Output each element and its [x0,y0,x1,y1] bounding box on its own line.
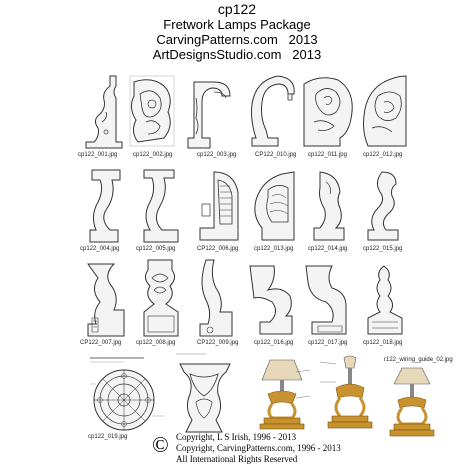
pattern-thumbnail-017[interactable] [302,262,354,338]
site-line-artdesigns: ArtDesignsStudio.com 2013 [0,47,474,62]
site-year-artdesigns: 2013 [292,47,322,62]
pattern-thumbnail-003[interactable] [184,78,236,150]
caption-017: cp122_017.jpg [308,340,348,346]
caption-005: cp122_005.jpg [136,246,176,252]
wiring-guide-illustration-3[interactable] [384,364,440,440]
pattern-thumbnail-007[interactable] [84,260,128,340]
pattern-thumbnail-009[interactable] [194,256,242,340]
caption-001: cp122_001.jpg [78,152,118,158]
pattern-thumbnail-008[interactable] [138,256,186,340]
copyright-footer: Copyright, L S Irish, 1996 - 2013 Copyri… [176,432,376,465]
pattern-thumbnail-001[interactable] [82,72,126,150]
pattern-thumbnail-018[interactable] [358,262,408,338]
wiring-guide-illustration-1[interactable] [252,352,312,432]
copyright-line-2: Copyright, CarvingPatterns.com, 1996 - 2… [176,443,341,453]
caption-014: cp122_014.jpg [308,246,348,252]
caption-016: cp122_016.jpg [254,340,294,346]
caption-008: cp122_008.jpg [136,340,176,346]
copyright-line-3: All International Rights Reserved [176,454,298,464]
caption-012: cp122_012.jpg [363,152,403,158]
caption-013: cp122_013.jpg [254,246,294,252]
site-year-carving: 2013 [288,32,318,47]
caption-wiring-guide: r122_wiring_guide_02.jpg [384,357,453,363]
package-title: Fretwork Lamps Package [163,17,311,32]
pattern-thumbnail-006[interactable] [194,168,242,244]
pattern-thumbnail-019[interactable] [84,354,174,434]
caption-004: cp122_004.jpg [80,246,120,252]
package-code: cp122 [217,1,257,17]
pattern-thumbnail-004[interactable] [84,166,128,246]
caption-011: cp122_011.jpg [308,152,347,158]
pattern-thumbnail-010[interactable] [248,72,300,150]
caption-006: CP122_006.jpg [197,246,239,252]
caption-007: CP122_007.jpg [80,340,122,346]
pattern-thumbnail-012[interactable] [358,72,410,150]
pattern-thumbnail-base[interactable] [172,350,238,434]
pattern-thumbnail-016[interactable] [246,262,298,338]
pattern-thumbnail-013[interactable] [248,168,298,244]
wiring-guide-illustration-2[interactable] [318,352,382,436]
copyright-symbol: © [152,432,169,457]
pattern-thumbnail-005[interactable] [138,166,184,246]
caption-010: CP122_010.jpg [255,152,297,158]
caption-015: cp122_015.jpg [363,246,403,252]
caption-018: cp122_018.jpg [363,340,403,346]
caption-009: CP122_009.jpg [197,340,239,346]
package-header: cp122 Fretwork Lamps Package CarvingPatt… [0,0,474,63]
site-name-artdesigns: ArtDesignsStudio.com [152,47,282,62]
caption-019: cp122_019.jpg [88,434,128,440]
pattern-thumbnail-015[interactable] [358,168,406,244]
pattern-thumbnail-011[interactable] [300,72,356,150]
pattern-thumbnail-002[interactable] [124,72,180,148]
pattern-thumbnail-014[interactable] [304,168,352,244]
caption-002: cp122_002.jpg [133,152,173,158]
copyright-line-1: Copyright, L S Irish, 1996 - 2013 [176,432,297,442]
caption-003: cp122_003.jpg [197,152,237,158]
site-line-carving: CarvingPatterns.com 2013 [0,32,474,47]
site-name-carving: CarvingPatterns.com [156,32,278,47]
